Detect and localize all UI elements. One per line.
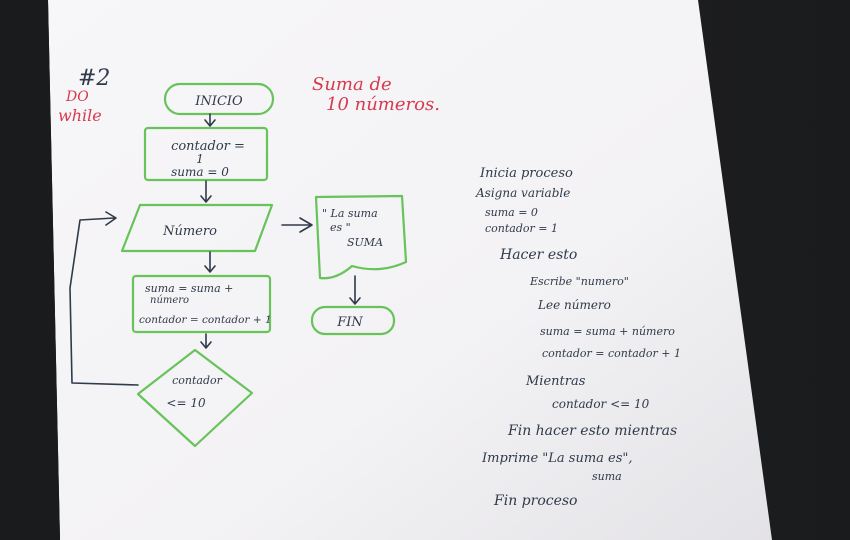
pseudocode-line-2: Asigna variable bbox=[475, 186, 570, 200]
init-line-3: suma = 0 bbox=[171, 165, 229, 179]
start-label: INICIO bbox=[194, 94, 243, 109]
start-terminal-shape bbox=[163, 82, 275, 116]
loop-back-line bbox=[69, 211, 139, 386]
arrow-start-to-init bbox=[204, 113, 216, 127]
pseudocode-line-1: Inicia proceso bbox=[479, 166, 573, 181]
output-line-2: es " bbox=[330, 221, 351, 234]
arrow-output-to-end bbox=[349, 275, 361, 305]
pseudocode-line-9: contador = contador + 1 bbox=[542, 347, 681, 360]
output-line-3: SUMA bbox=[347, 236, 383, 249]
process-line-2: número bbox=[150, 295, 189, 306]
paper-sheet bbox=[48, 0, 772, 540]
pseudocode-line-15: Fin proceso bbox=[493, 493, 577, 509]
decision-line-1: contador bbox=[172, 374, 223, 387]
arrow-input-to-output bbox=[281, 217, 313, 233]
page-number: #2 bbox=[78, 66, 110, 91]
process-line-1: suma = suma + bbox=[145, 282, 233, 295]
loop-type-do: DO bbox=[65, 89, 89, 105]
end-label: FIN bbox=[336, 315, 363, 330]
end-terminal-shape bbox=[310, 305, 396, 336]
loop-type-while: while bbox=[58, 106, 102, 125]
process-line-3: contador = contador + 1 bbox=[139, 314, 272, 326]
init-process-shape bbox=[143, 126, 269, 182]
arrow-process-to-decision bbox=[200, 333, 212, 349]
pseudocode-line-4: contador = 1 bbox=[485, 222, 558, 235]
pseudocode-line-7: Lee número bbox=[537, 298, 611, 312]
init-line-1: contador = bbox=[171, 139, 245, 154]
decision-diamond-shape bbox=[136, 348, 254, 448]
paper-left-shadow bbox=[0, 0, 60, 540]
pseudocode-line-11: contador <= 10 bbox=[552, 397, 650, 411]
arrow-init-to-input bbox=[200, 180, 212, 203]
output-line-1: " La suma bbox=[322, 207, 378, 220]
arrow-input-to-process bbox=[204, 251, 216, 273]
pseudocode-line-10: Mientras bbox=[525, 374, 586, 389]
input-parallelogram-shape bbox=[120, 203, 274, 253]
input-label: Número bbox=[162, 224, 217, 239]
pseudocode-line-3: suma = 0 bbox=[485, 206, 538, 219]
title-line-1: Suma de bbox=[312, 74, 392, 95]
title-line-2: 10 números. bbox=[326, 94, 440, 115]
pseudocode-line-6: Escribe "numero" bbox=[529, 275, 629, 288]
decision-line-2: <= 10 bbox=[166, 396, 206, 410]
pseudocode-line-5: Hacer esto bbox=[499, 247, 577, 263]
sum-process-shape bbox=[131, 274, 272, 334]
init-line-2: 1 bbox=[196, 152, 204, 166]
pseudocode-line-14: suma bbox=[592, 470, 622, 483]
pseudocode-line-13: Imprime "La suma es", bbox=[481, 451, 633, 466]
pseudocode-line-12: Fin hacer esto mientras bbox=[507, 423, 677, 439]
output-document-shape bbox=[314, 194, 408, 280]
pseudocode-line-8: suma = suma + número bbox=[540, 325, 675, 338]
